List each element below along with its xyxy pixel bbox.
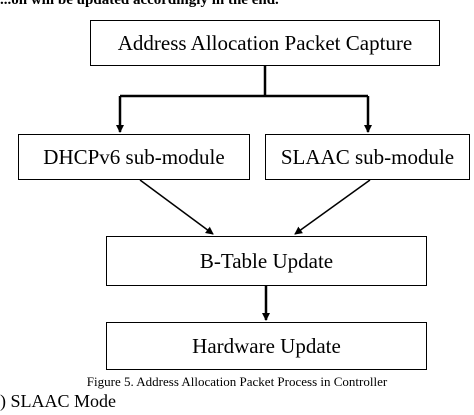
preceding-text-fragment: ...on will be updated accordingly in the… bbox=[0, 0, 279, 8]
node-b-table-update: B-Table Update bbox=[106, 236, 427, 286]
arrow-dhcpv6-to-btable bbox=[139, 179, 214, 235]
node-label: Address Allocation Packet Capture bbox=[117, 30, 413, 55]
node-dhcpv6-sub-module: DHCPv6 sub-module bbox=[18, 134, 250, 180]
node-address-allocation-packet-capture: Address Allocation Packet Capture bbox=[90, 20, 440, 66]
node-slaac-sub-module: SLAAC sub-module bbox=[265, 134, 470, 180]
node-hardware-update: Hardware Update bbox=[106, 322, 427, 370]
section-heading: ) SLAAC Mode bbox=[0, 391, 116, 411]
node-label: B-Table Update bbox=[199, 248, 334, 273]
node-label: SLAAC sub-module bbox=[280, 144, 455, 169]
figure-caption: Figure 5. Address Allocation Packet Proc… bbox=[86, 374, 388, 389]
arrow-slaac-to-btable bbox=[294, 179, 371, 235]
node-label: DHCPv6 sub-module bbox=[43, 144, 225, 169]
edge-capture-to-submodules bbox=[116, 66, 372, 133]
node-label: Hardware Update bbox=[192, 333, 341, 358]
